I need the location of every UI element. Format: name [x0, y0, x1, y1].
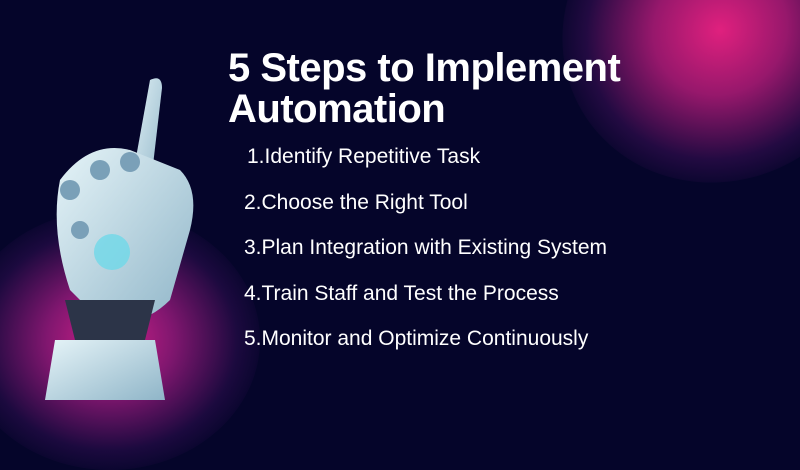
step-item: 5.Monitor and Optimize Continuously — [244, 327, 589, 350]
title-line-2: Automation — [228, 87, 446, 131]
robot-hand-illustration — [45, 78, 194, 400]
step-item: 2.Choose the Right Tool — [244, 190, 468, 214]
step-item: 4.Train Staff and Test the Process — [244, 281, 559, 305]
page-title: 5 Steps to Implement Automation — [228, 46, 621, 131]
steps-list: 1.Identify Repetitive Task 2.Choose the … — [244, 142, 607, 370]
step-item: 3.Plan Integration with Existing System — [244, 236, 608, 259]
title-line-1: 5 Steps to Implement — [228, 46, 621, 90]
step-item: 1.Identify Repetitive Task — [247, 145, 481, 168]
